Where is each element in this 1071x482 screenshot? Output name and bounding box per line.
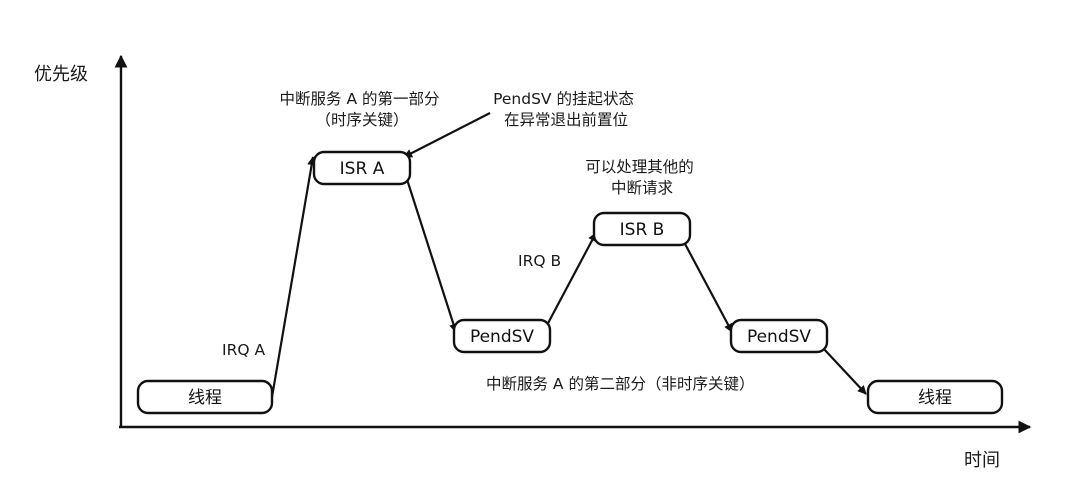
label-irq-b: IRQ B bbox=[518, 252, 561, 270]
node-thread-start: 线程 bbox=[136, 379, 274, 415]
svg-text:PendSV: PendSV bbox=[470, 327, 534, 347]
annotation-handle-other-irq: 可以处理其他的 中断请求 bbox=[585, 158, 698, 197]
svg-text:PendSV: PendSV bbox=[747, 327, 811, 347]
annotation-isr-a-second-part: 中断服务 A 的第二部分（非时序关键） bbox=[486, 375, 754, 393]
annotation-pendsv-pending: PendSV 的挂起状态 在异常退出前置位 bbox=[493, 90, 639, 129]
x-axis-label: 时间 bbox=[964, 450, 1000, 471]
svg-text:ISR A: ISR A bbox=[340, 159, 385, 179]
connector-pendsv-1-to-isr-b bbox=[545, 232, 597, 328]
svg-text:线程: 线程 bbox=[918, 388, 952, 408]
node-pendsv-2: PendSV bbox=[729, 318, 829, 354]
node-isr-b: ISR B bbox=[592, 211, 692, 247]
connector-isr-b-to-pendsv-2 bbox=[683, 241, 733, 333]
node-isr-a: ISR A bbox=[312, 150, 412, 186]
connector-isr-a-to-pendsv-1 bbox=[402, 169, 458, 333]
connector-thread-to-isr-a bbox=[270, 156, 317, 398]
svg-text:线程: 线程 bbox=[188, 388, 222, 408]
annotation-isr-a-first-part: 中断服务 A 的第一部分 （时序关键） bbox=[280, 90, 445, 129]
svg-text:ISR B: ISR B bbox=[620, 220, 665, 240]
pendsv-pending-pointer bbox=[403, 112, 491, 158]
label-irq-a: IRQ A bbox=[222, 341, 265, 359]
node-thread-end: 线程 bbox=[866, 379, 1004, 415]
y-axis-label: 优先级 bbox=[34, 64, 88, 85]
node-pendsv-1: PendSV bbox=[452, 318, 552, 354]
connector-pendsv-2-to-thread bbox=[822, 347, 867, 395]
